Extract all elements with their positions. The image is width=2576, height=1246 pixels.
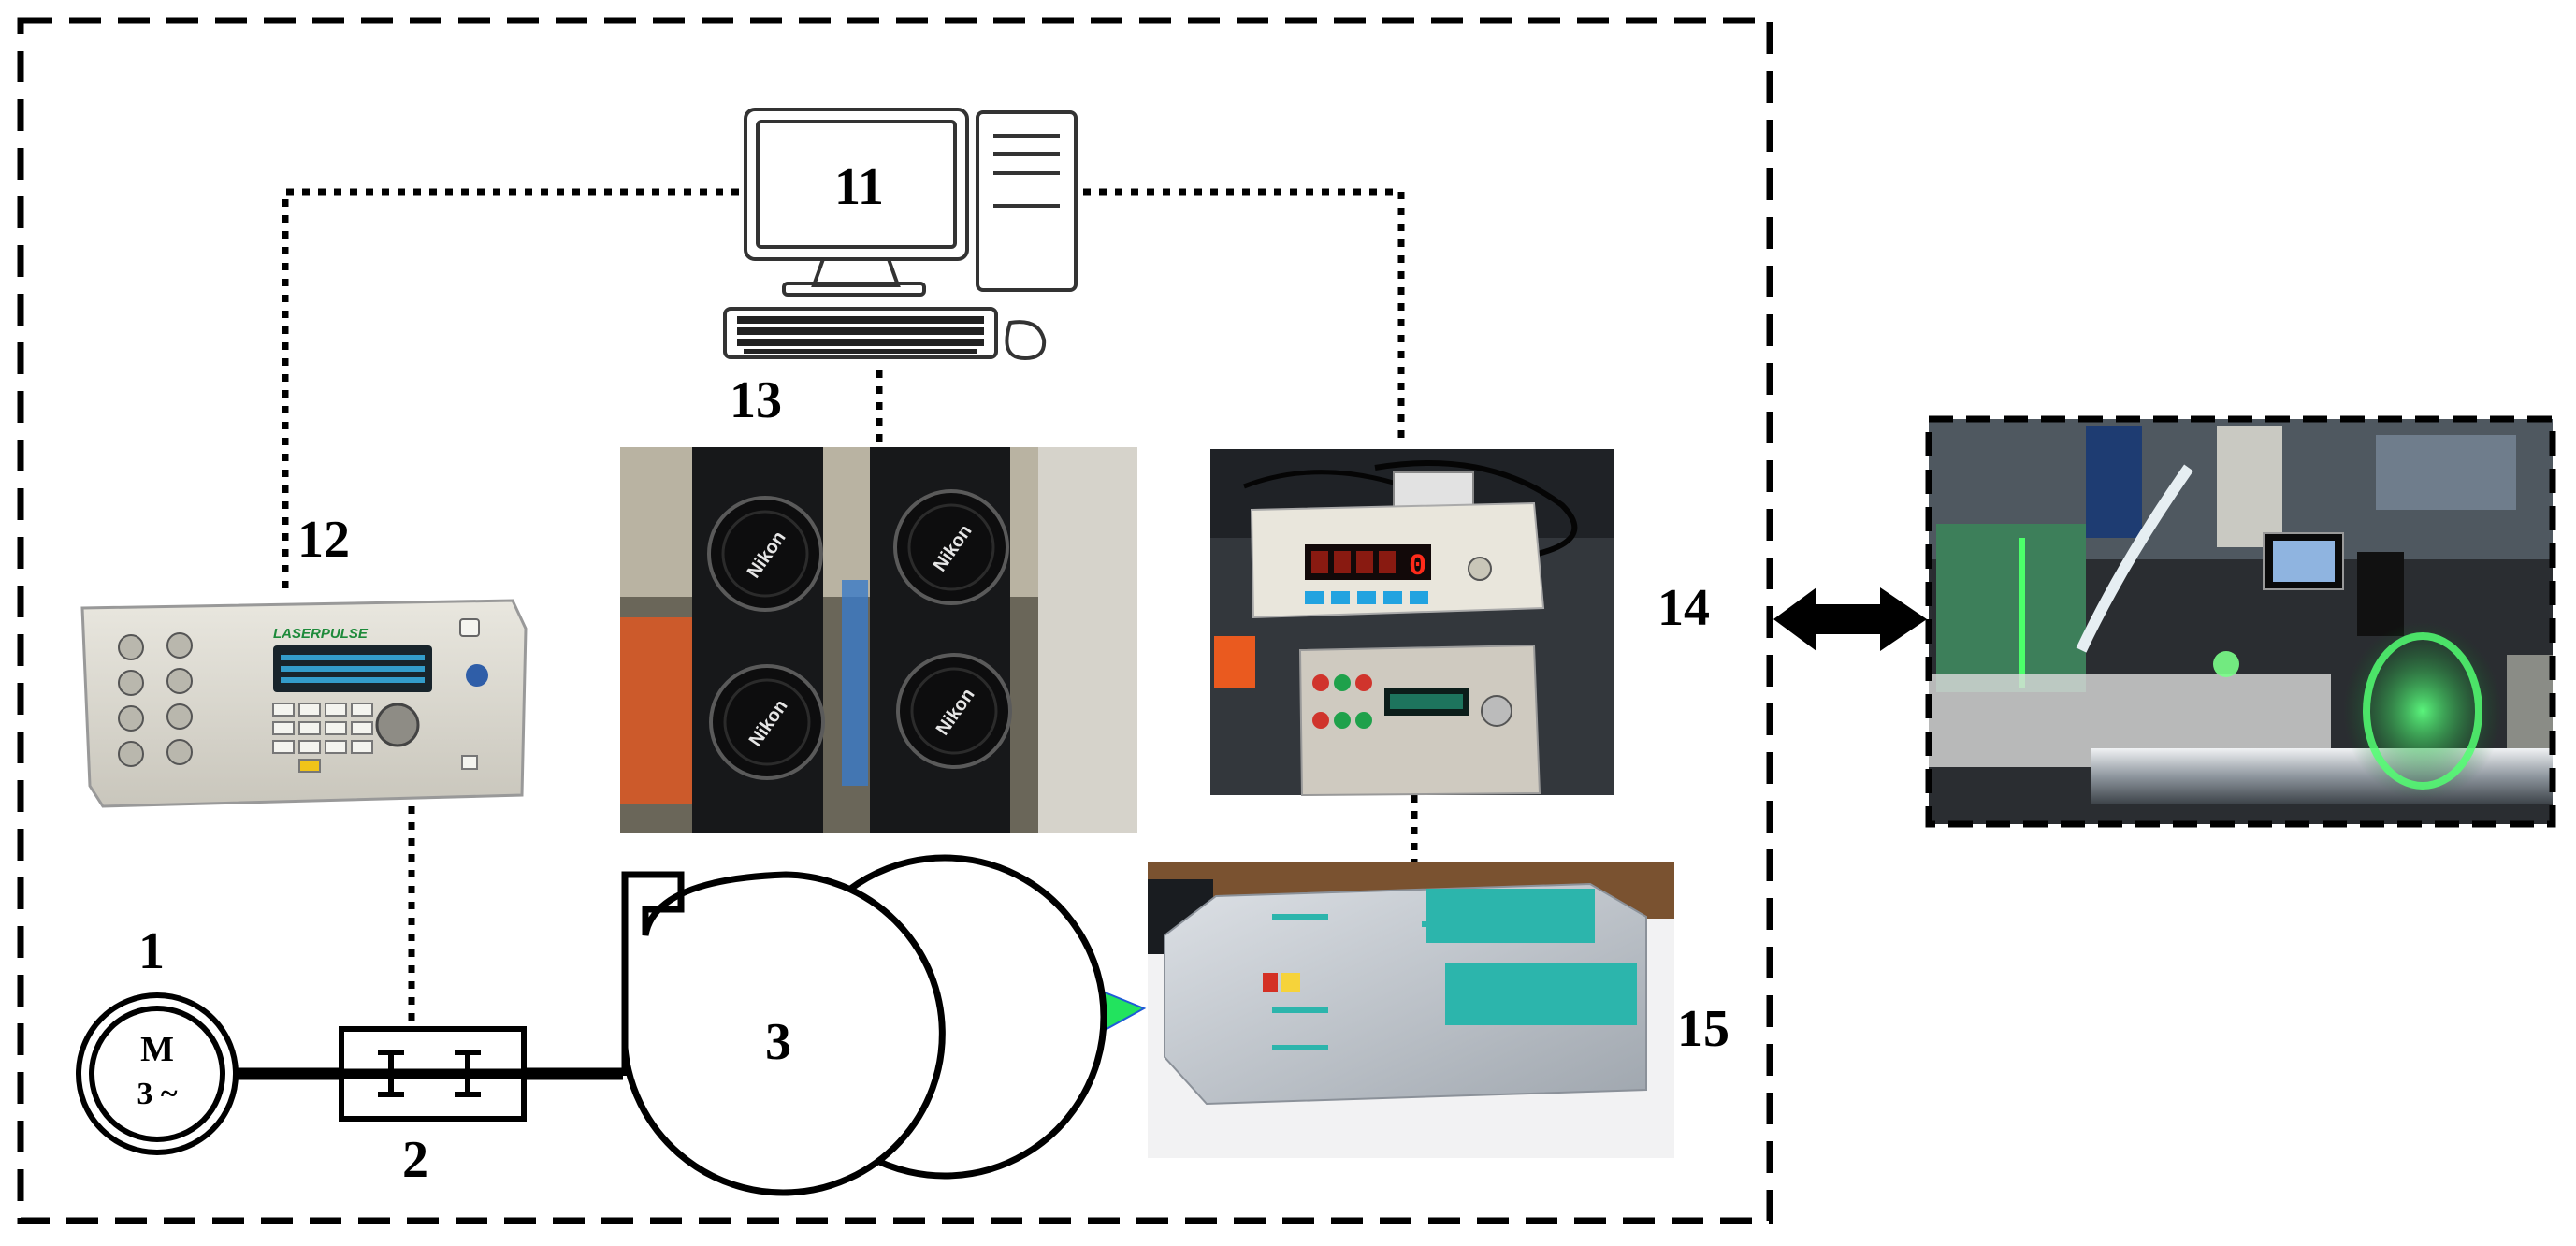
label-pulse-generator: 12 — [297, 511, 350, 569]
connection-computer-to-generator — [282, 188, 739, 589]
label-laser: 15 — [1677, 1000, 1729, 1058]
motor-symbol-phase: 3 ~ — [137, 1077, 178, 1111]
controller-display-digit: 0 — [1409, 549, 1426, 584]
label-fan: 3 — [765, 1013, 791, 1071]
synchronizer-photo: 0 — [1210, 449, 1614, 797]
motor-symbol — [76, 992, 239, 1155]
test-rig-photo — [1929, 419, 2553, 824]
label-computer: 11 — [834, 158, 884, 216]
keyboard-keys — [737, 316, 984, 354]
label-test-rig: 14 — [1657, 579, 1710, 637]
pulse-generator-device: LASERPULSE — [80, 599, 528, 808]
fan-outline — [621, 871, 946, 1196]
cameras-photo: Nikon Nikon Nikon Nikon — [620, 447, 1137, 833]
connection-computer-to-controller — [1083, 188, 1405, 444]
label-cameras: 13 — [730, 371, 782, 429]
double-arrow-icon — [1773, 587, 1927, 651]
label-coupling: 2 — [402, 1131, 428, 1189]
pulse-generator-brand: LASERPULSE — [273, 626, 369, 642]
laser-photo — [1148, 862, 1674, 1158]
label-motor: 1 — [138, 922, 165, 980]
system-boundary — [17, 17, 1773, 1224]
motor-symbol-letter: M — [140, 1030, 174, 1069]
test-rig-frame — [1925, 415, 2556, 828]
